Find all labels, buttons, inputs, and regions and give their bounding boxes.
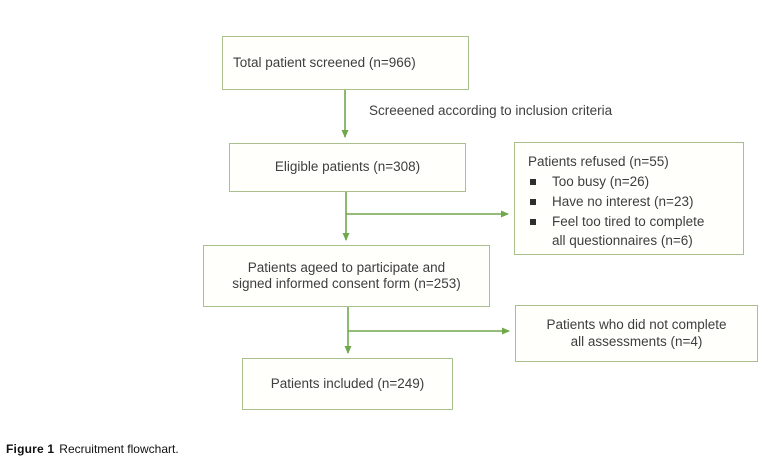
bullet-square-icon: [530, 219, 536, 225]
box-consent-line2: signed informed consent form (n=253): [232, 276, 461, 291]
box-not-completed-line2: all assessments (n=4): [570, 333, 703, 349]
box-patients-refused: Patients refused (n=55) Too busy (n=26) …: [514, 142, 744, 255]
refused-item-text: Too busy (n=26): [552, 174, 650, 189]
box-not-completed-assessments: Patients who did not complete all assess…: [515, 305, 758, 362]
box-total-screened-text: Total patient screened (n=966): [233, 54, 416, 70]
box-consent-signed: Patients ageed to participate and signed…: [203, 245, 490, 307]
box-patients-included: Patients included (n=249): [242, 358, 453, 410]
box-patients-included-text: Patients included (n=249): [270, 375, 425, 391]
refused-title: Patients refused (n=55): [528, 154, 669, 169]
box-eligible-patients: Eligible patients (n=308): [229, 143, 466, 192]
figure-caption: Figure 1 Recruitment flowchart.: [6, 442, 179, 456]
inclusion-criteria-label: Screeened according to inclusion criteri…: [369, 103, 613, 118]
box-eligible-patients-text: Eligible patients (n=308): [274, 159, 421, 175]
refused-item: Have no interest (n=23): [528, 192, 735, 211]
refused-item: Feel too tired to complete all questionn…: [528, 212, 735, 250]
refused-item: Too busy (n=26): [528, 172, 735, 191]
figure-caption-text: Recruitment flowchart.: [59, 442, 179, 456]
box-consent-line1: Patients ageed to participate and: [247, 259, 446, 275]
bullet-square-icon: [530, 179, 536, 185]
bullet-square-icon: [530, 199, 536, 205]
refused-item-text: Have no interest (n=23): [552, 194, 694, 209]
figure-caption-label: Figure 1: [6, 442, 55, 456]
box-not-completed-line1: Patients who did not complete: [546, 317, 727, 333]
box-total-screened: Total patient screened (n=966): [222, 36, 469, 90]
refused-item-text: Feel too tired to complete all questionn…: [552, 214, 705, 248]
